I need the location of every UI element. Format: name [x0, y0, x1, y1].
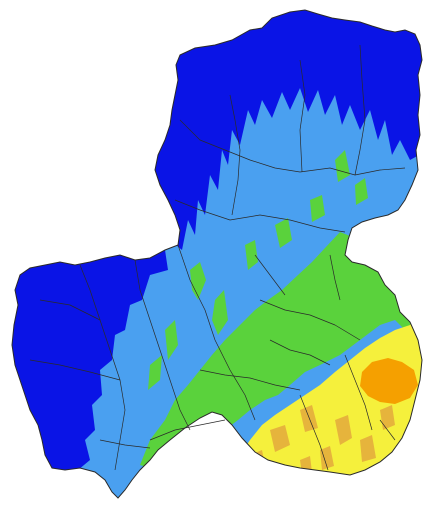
- zone-mild-patch: [148, 150, 368, 390]
- zone-coldest-north: [150, 10, 422, 250]
- zone-warm-mottling: [250, 376, 402, 474]
- zone-warm: [230, 300, 422, 498]
- district-borders: [29, 44, 406, 471]
- zone-coldest-west: [12, 250, 168, 490]
- zone-mild: [140, 232, 422, 468]
- zone-hottest: [360, 358, 418, 404]
